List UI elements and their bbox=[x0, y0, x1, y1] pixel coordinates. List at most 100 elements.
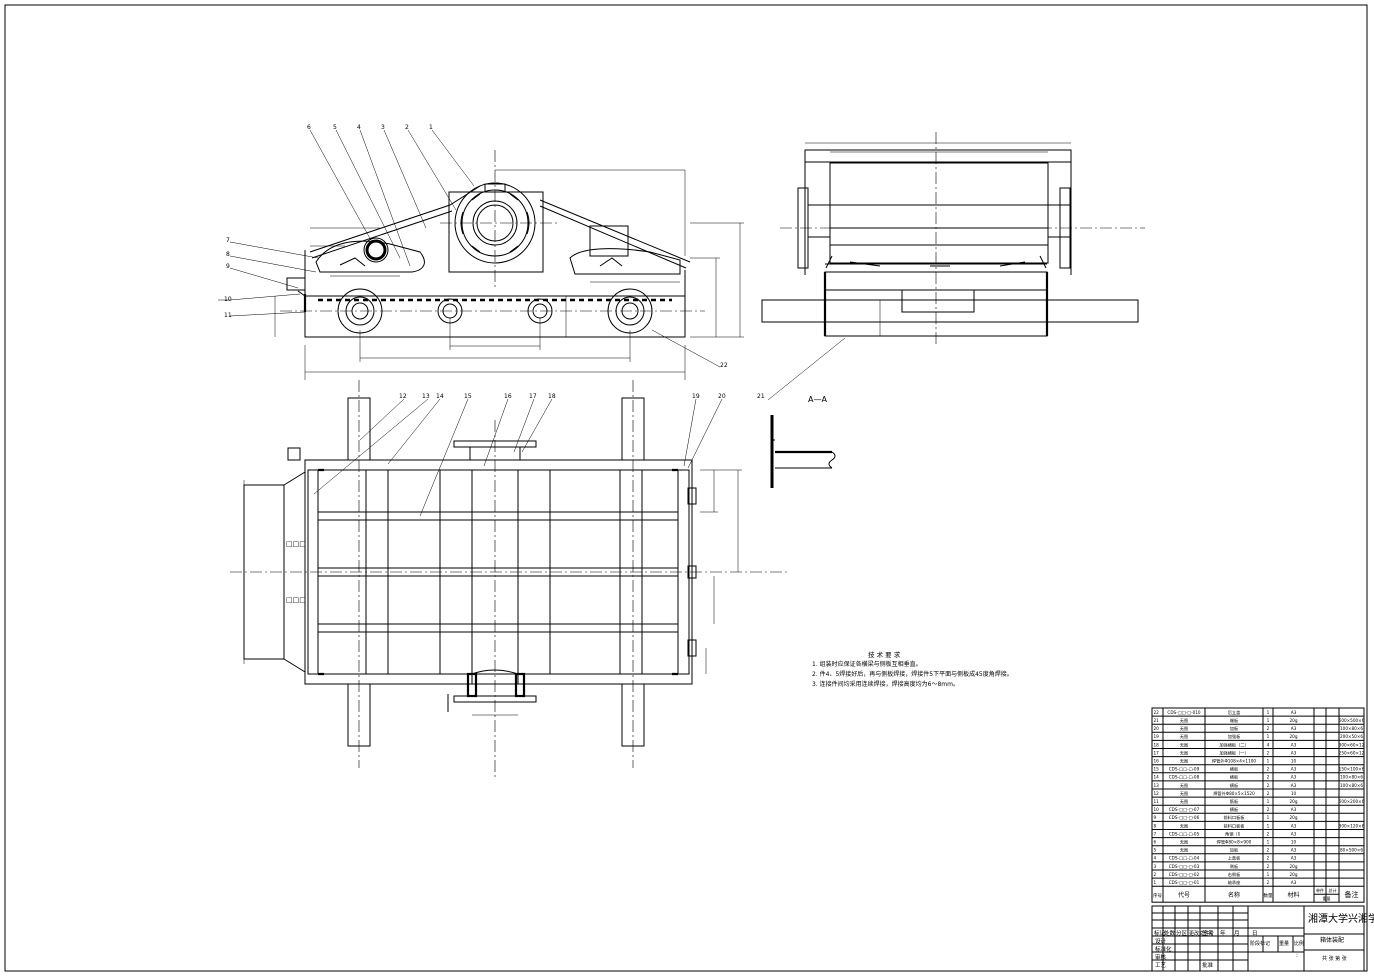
bom-cell: 前料口板板 bbox=[1224, 814, 1246, 821]
bom-cell: CDS-□□-□-03 bbox=[1169, 864, 1200, 869]
svg-text:比例: 比例 bbox=[1294, 940, 1304, 947]
bom-cell: 无图 bbox=[1180, 823, 1188, 829]
balloon-13: 13 bbox=[422, 393, 430, 400]
svg-text:批准: 批准 bbox=[1202, 961, 1214, 969]
bom-cell: 1 bbox=[1154, 880, 1157, 885]
svg-text:□□□: □□□ bbox=[286, 540, 306, 548]
bom-cell: 300×60×12 bbox=[1339, 742, 1365, 747]
bom-cell: A3 bbox=[1291, 880, 1297, 885]
bom-cell: 2 bbox=[1267, 807, 1270, 812]
bom-header-cell: 单件 bbox=[1316, 887, 1324, 893]
bom-cell: 20g bbox=[1290, 734, 1298, 739]
bom-cell: 1 bbox=[1267, 840, 1270, 845]
bom-cell: 13 bbox=[1154, 783, 1160, 788]
bom-cell: 加强横板（二） bbox=[1219, 741, 1248, 748]
svg-text:标记: 标记 bbox=[1154, 929, 1166, 937]
bom-cell: CDS-□□-□-05 bbox=[1169, 831, 1200, 836]
bom-cell: 10 bbox=[1291, 840, 1297, 845]
svg-text:工艺: 工艺 bbox=[1155, 962, 1167, 969]
bom-cell: 角钢（I） bbox=[1225, 830, 1243, 837]
balloon-19: 19 bbox=[692, 393, 700, 400]
section-a-a bbox=[770, 415, 836, 488]
bom-cell: 端板 bbox=[1230, 717, 1239, 724]
svg-text:年: 年 bbox=[1220, 929, 1226, 937]
bom-cell: 2 bbox=[1267, 848, 1270, 853]
bom-cell: 前料口板板 bbox=[1224, 822, 1246, 829]
tech-req-item-3: 3. 连接件间均采用连续焊接，焊接高度均为6～8mm。 bbox=[812, 680, 959, 688]
bom-cell: 1 bbox=[1267, 823, 1270, 828]
bom-cell: 100×80×6 bbox=[1340, 783, 1363, 788]
bom-cell: 2 bbox=[1154, 872, 1157, 877]
bom-cell: 2 bbox=[1267, 856, 1270, 861]
bom-cell: 上盖板 bbox=[1228, 855, 1241, 862]
bom-cell: A3 bbox=[1291, 823, 1297, 828]
bom-cell: A3 bbox=[1291, 848, 1297, 853]
bom-cell: 2 bbox=[1267, 791, 1270, 796]
balloon-2: 2 bbox=[405, 124, 409, 131]
svg-text:□□□: □□□ bbox=[286, 596, 306, 604]
bom-cell: 20g bbox=[1290, 815, 1298, 820]
balloon-9: 9 bbox=[226, 263, 230, 270]
bom-cell: 20g bbox=[1290, 799, 1298, 804]
bom-cell: 焊管外Φ80×5×1520 bbox=[1213, 790, 1255, 797]
bom-cell: 16 bbox=[1154, 759, 1160, 764]
bom-cell: 无图 bbox=[1180, 742, 1188, 748]
svg-text:设计: 设计 bbox=[1155, 937, 1167, 945]
bom-cell: 600×500×6 bbox=[1339, 718, 1365, 723]
balloon-20: 20 bbox=[718, 393, 726, 400]
bom-cell: A3 bbox=[1291, 710, 1297, 715]
balloon-8: 8 bbox=[226, 251, 230, 258]
bom-cell: 12 bbox=[1154, 791, 1160, 796]
bom-cell: 1 bbox=[1267, 759, 1270, 764]
bom-cell: 右侧板 bbox=[1228, 871, 1241, 878]
bom-cell: 焊管Φ80×8×900 bbox=[1217, 839, 1252, 846]
bom-cell: 1 bbox=[1267, 815, 1270, 820]
bom-cell: 加板 bbox=[1230, 847, 1239, 854]
svg-text:签名: 签名 bbox=[1202, 929, 1213, 937]
balloon-10: 10 bbox=[224, 296, 232, 303]
bom-cell: CDS-□□-□-04 bbox=[1169, 856, 1200, 861]
bom-cell: 筋板 bbox=[1230, 798, 1239, 805]
bom-cell: 2 bbox=[1267, 767, 1270, 772]
balloon-7: 7 bbox=[226, 237, 230, 244]
bom-cell: 11 bbox=[1154, 799, 1160, 804]
bom-cell: A3 bbox=[1291, 775, 1297, 780]
bom-cell: 200×50×6 bbox=[1340, 734, 1363, 739]
bom-cell: 14 bbox=[1154, 775, 1160, 780]
tech-req-title: 技 术 要 求 bbox=[868, 650, 901, 659]
bom-cell: 1 bbox=[1267, 872, 1270, 877]
bom-cell: 7 bbox=[1154, 831, 1157, 836]
bom-cell: 横板 bbox=[1230, 774, 1239, 781]
bom-cell: CDS-□□-□-08 bbox=[1169, 775, 1200, 780]
bom-cell: 2 bbox=[1267, 750, 1270, 755]
bom-header-cell: 备注 bbox=[1345, 890, 1359, 899]
bom-header-cell: 重量 bbox=[1323, 895, 1331, 901]
bom-cell: 无图 bbox=[1180, 799, 1188, 805]
bom-cell: 无图 bbox=[1180, 718, 1188, 724]
bom-cell: 100×80×6 bbox=[1340, 726, 1363, 731]
bom-cell: 横板 bbox=[1230, 782, 1239, 789]
bom-cell: 20g bbox=[1290, 718, 1298, 723]
bom-cell: 横板 bbox=[1230, 766, 1239, 773]
balloon-15: 15 bbox=[464, 393, 472, 400]
bom-cell: 无图 bbox=[1180, 783, 1188, 789]
bom-cell: 10 bbox=[1154, 807, 1160, 812]
bom-cell: A3 bbox=[1291, 742, 1297, 747]
balloon-4: 4 bbox=[357, 124, 361, 131]
bom-cell: 6 bbox=[1154, 840, 1157, 845]
bom-cell: A3 bbox=[1291, 750, 1297, 755]
bom-cell: 300×120×6 bbox=[1339, 823, 1365, 828]
bom-cell: 后立盖 bbox=[1228, 709, 1241, 716]
balloon-3: 3 bbox=[381, 124, 385, 131]
bom-cell: 无图 bbox=[1180, 848, 1188, 854]
balloon-12: 12 bbox=[399, 393, 407, 400]
balloon-1: 1 bbox=[429, 124, 433, 131]
svg-text:分区: 分区 bbox=[1176, 929, 1188, 937]
bom-cell: 600×200×6 bbox=[1339, 799, 1365, 804]
plan-view: □□□ □□□ bbox=[230, 380, 790, 780]
balloon-14: 14 bbox=[436, 393, 444, 400]
svg-text:共 张 第 张: 共 张 第 张 bbox=[1322, 955, 1347, 962]
bom-cell: 无图 bbox=[1180, 726, 1188, 732]
bom-cell: 加板 bbox=[1230, 725, 1239, 732]
